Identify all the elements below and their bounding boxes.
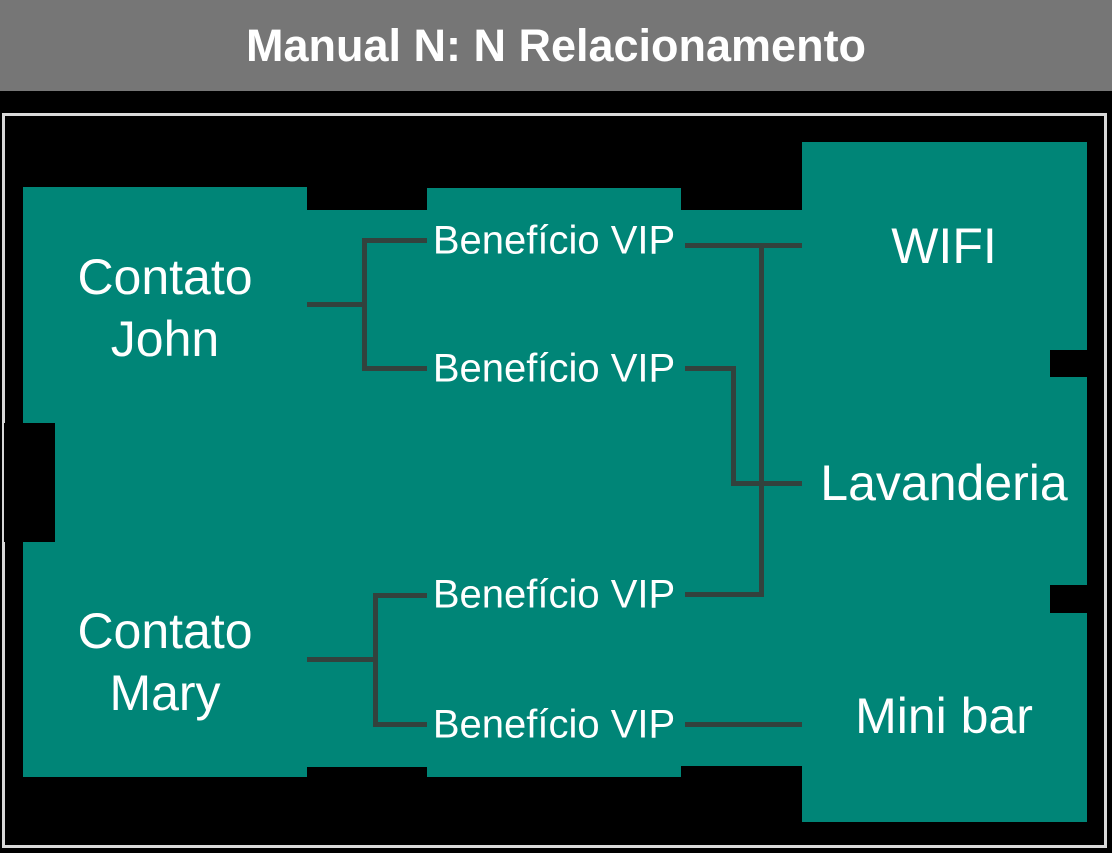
connector-vip3-stub xyxy=(685,592,764,597)
connector-mary-stem xyxy=(307,657,375,662)
node-beneficio-vip-2: Benefício VIP xyxy=(432,346,676,391)
node-beneficio-vip-1: Benefício VIP xyxy=(432,218,676,263)
connector-vip3-vertical xyxy=(759,243,764,597)
node-contato-mary-line1: Contato xyxy=(77,603,253,659)
node-contato-john-line2: John xyxy=(110,311,220,367)
services-box xyxy=(802,142,1087,822)
connector-john-stem xyxy=(307,302,364,307)
page-title: Manual N: N Relacionamento xyxy=(245,19,867,71)
node-lavanderia: Lavanderia xyxy=(820,455,1068,511)
notch-right-lower xyxy=(1050,585,1087,613)
notch-right-upper xyxy=(1050,350,1087,377)
title-bar: Manual N: N Relacionamento xyxy=(0,0,1112,91)
fill-region-right xyxy=(681,210,802,766)
node-beneficio-vip-4: Benefício VIP xyxy=(432,702,676,747)
node-contato-mary: Contato Mary xyxy=(77,600,252,724)
connector-john-branch xyxy=(362,238,367,371)
benefits-box xyxy=(427,188,681,777)
contacts-box xyxy=(23,187,307,777)
node-contato-mary-line2: Mary xyxy=(109,665,221,721)
connector-john-vip2 xyxy=(362,366,427,371)
node-mini-bar: Mini bar xyxy=(855,688,1033,744)
fill-region-left xyxy=(307,210,427,767)
node-beneficio-vip-3: Benefício VIP xyxy=(432,572,676,617)
connector-mary-vip3 xyxy=(373,593,427,598)
notch-left-edge xyxy=(4,423,55,542)
connector-mary-branch xyxy=(373,593,378,727)
connector-vip2-stub xyxy=(685,366,735,371)
node-wifi: WIFI xyxy=(891,218,997,274)
node-contato-john: Contato John xyxy=(77,246,252,370)
connector-vip4-minibar xyxy=(685,722,802,727)
connector-john-vip1 xyxy=(362,238,427,243)
node-contato-john-line1: Contato xyxy=(77,249,253,305)
connector-vip2-vertical xyxy=(731,366,736,486)
connector-lavanderia-in xyxy=(731,481,802,486)
connector-vip1-wifi xyxy=(685,243,802,248)
connector-mary-vip4 xyxy=(373,722,427,727)
